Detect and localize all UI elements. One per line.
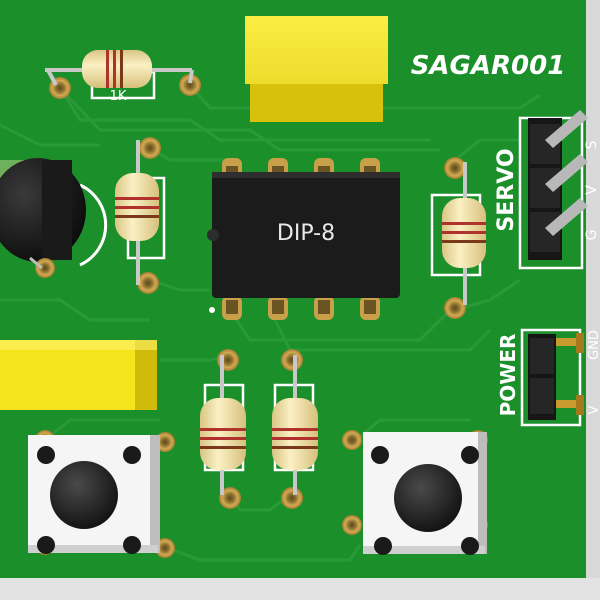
servo-pin-label-s: S [584, 140, 600, 149]
servo-pin-label-v: V [584, 185, 600, 195]
left-capacitor [0, 340, 157, 410]
push-button-left [28, 430, 175, 558]
ic-dip8: DIP-8 [207, 158, 400, 320]
board-edge-right [586, 0, 600, 578]
top-capacitor [245, 16, 388, 122]
servo-label: SERVO [494, 148, 519, 231]
brand-text: SAGAR001 [411, 51, 566, 81]
power-label: POWER [496, 334, 520, 417]
resistor-r5 [272, 349, 318, 509]
resistor-silk-label: 1K [110, 89, 127, 104]
push-button-right [342, 430, 488, 555]
board-edge-bottom [0, 578, 600, 600]
power-header: GND V [520, 328, 600, 427]
ic-label: DIP-8 [277, 221, 335, 246]
resistor-r2 [115, 137, 166, 294]
resistor-r3 [430, 157, 486, 319]
resistor-r4 [200, 349, 246, 509]
servo-pin-label-g: G [584, 230, 600, 241]
power-pin-label-gnd: GND [587, 330, 600, 360]
resistor-r1: 1K [45, 50, 201, 104]
transistor [0, 158, 108, 278]
servo-header: S V G [518, 110, 600, 270]
power-pin-label-v: V [587, 405, 600, 414]
